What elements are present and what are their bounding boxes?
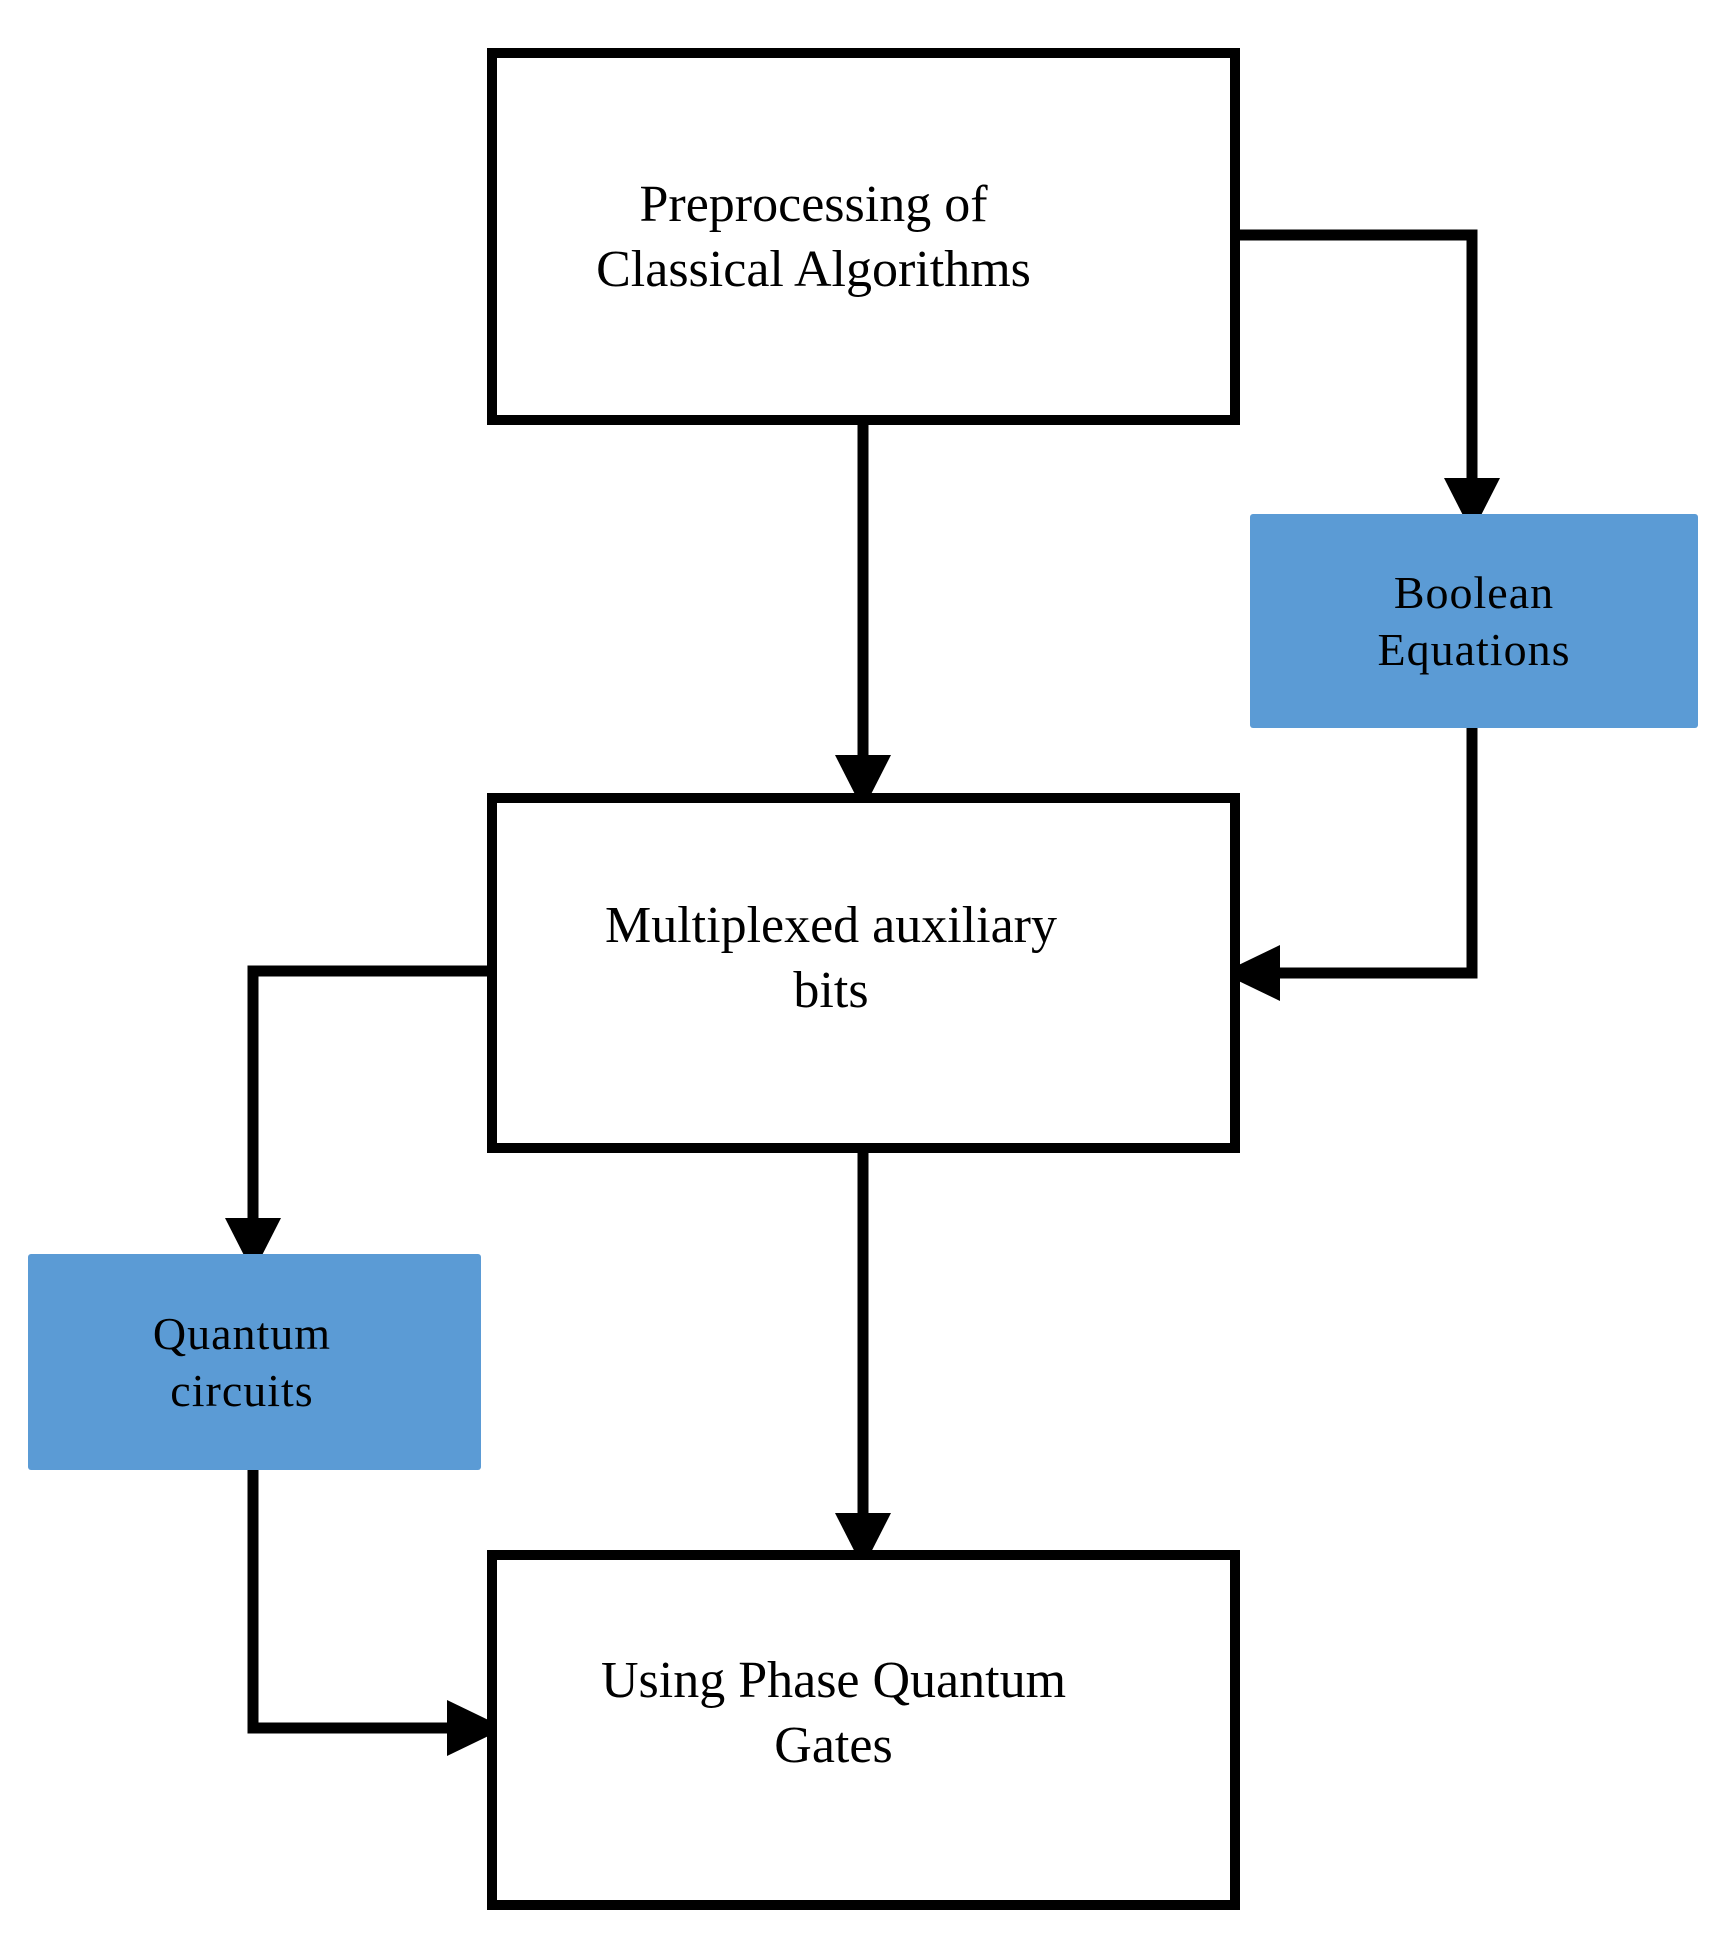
arrowhead-down-quantum-circuits <box>225 1218 281 1273</box>
edge-multiplexed-to-quantum-circuits <box>247 965 493 1226</box>
edge-boolean-to-multiplexed <box>1269 716 1478 979</box>
arrowhead-left-multiplexed <box>1222 945 1280 1001</box>
preprocessing-label-line2: Classical Algorithms <box>596 240 1031 298</box>
edge-quantum-circuits-to-phase-gates <box>247 1456 456 1734</box>
quantum-circuits-label-line2: circuits <box>170 1365 314 1416</box>
quantum-circuits-label-line1: Quantum <box>152 1307 332 1359</box>
arrowhead-down-multiplexed <box>835 755 891 810</box>
phase-quantum-gates-node: Using Phase Quantum Gates <box>487 1550 1240 1910</box>
edge-preprocessing-to-boolean <box>1234 229 1478 484</box>
preprocessing-node: Preprocessing of Classical Algorithms <box>487 48 1240 425</box>
quantum-circuits-node: Quantum circuits <box>28 1254 481 1470</box>
phase-gates-label-line2: Gates <box>774 1716 893 1774</box>
multiplexed-label-line1: Multiplexed auxiliary <box>604 897 1057 954</box>
preprocessing-label-line1: Preprocessing of <box>639 175 988 233</box>
arrowhead-right-phase-gates <box>447 1700 505 1756</box>
phase-gates-label-line1: Using Phase Quantum <box>600 1651 1067 1709</box>
boolean-equations-node: Boolean Equations <box>1250 514 1698 728</box>
arrowhead-down-phase-gates <box>835 1513 891 1568</box>
arrowhead-down-boolean <box>1444 478 1500 533</box>
multiplexed-label-line2: bits <box>793 962 869 1019</box>
boolean-label-line1: Boolean <box>1393 566 1555 618</box>
multiplexed-auxiliary-bits-node: Multiplexed auxiliary bits <box>487 793 1240 1153</box>
boolean-label-line2: Equations <box>1377 624 1571 675</box>
